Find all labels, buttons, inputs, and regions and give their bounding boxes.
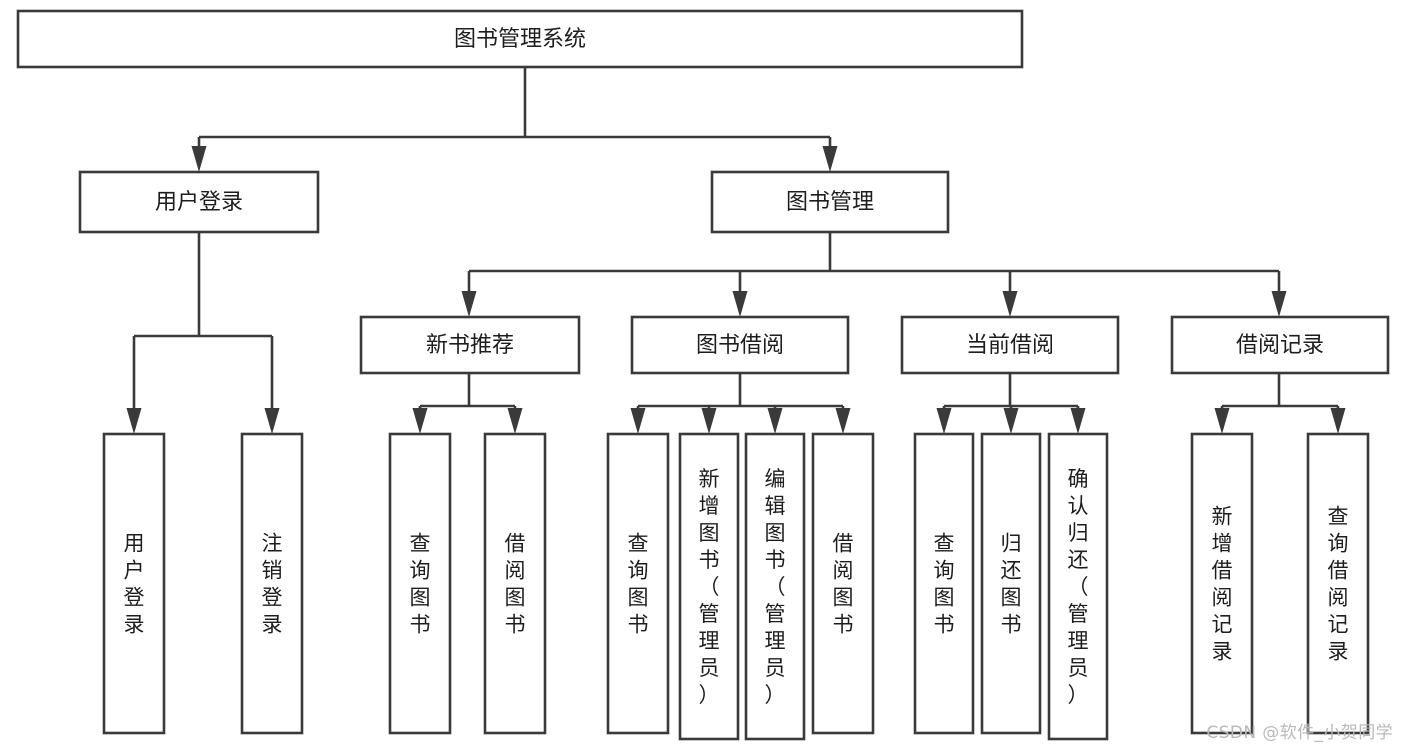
arrow-head-icon <box>507 408 523 434</box>
arrow-head-icon <box>412 408 428 434</box>
node-box-leaf-query-book-3[interactable] <box>913 432 975 735</box>
node-leaf-return-book[interactable]: 归还图书 <box>980 432 1042 735</box>
node-root[interactable]: 图书管理系统 <box>16 9 1024 69</box>
node-box-root[interactable] <box>16 9 1024 69</box>
node-leaf-add-book[interactable]: 新增图书（管理员） <box>678 432 740 741</box>
node-label-leaf-confirm-return: 确认归还（管理员） <box>1068 467 1089 707</box>
node-label-leaf-user-logout: 注销登录 <box>262 532 283 637</box>
arrow-head-icon <box>1271 291 1287 317</box>
node-label-leaf-return-book: 归还图书 <box>1001 532 1022 637</box>
csdn-watermark: CSDN @软件_小贺同学 <box>1206 723 1393 743</box>
arrow-head-icon <box>191 146 207 172</box>
node-label-leaf-add-record: 新增借阅记录 <box>1212 505 1233 664</box>
node-label-user-login: 用户登录 <box>155 190 243 215</box>
node-leaf-query-record[interactable]: 查询借阅记录 <box>1306 432 1370 735</box>
node-leaf-borrow-book-2[interactable]: 借阅图书 <box>811 432 875 735</box>
node-label-leaf-query-book-3: 查询图书 <box>934 532 955 637</box>
node-box-book-manage[interactable] <box>710 170 950 234</box>
arrow-head-icon <box>767 408 783 434</box>
arrow-head-icon <box>1002 291 1018 317</box>
arrow-head-icon <box>835 408 851 434</box>
connector-current-borrow <box>936 373 1086 434</box>
arrow-head-icon <box>936 408 952 434</box>
node-label-leaf-query-book-1: 查询图书 <box>410 532 431 637</box>
arrow-head-icon <box>732 291 748 317</box>
node-box-leaf-query-record[interactable] <box>1306 432 1370 735</box>
node-box-leaf-add-book[interactable] <box>678 432 740 741</box>
node-box-leaf-add-record[interactable] <box>1190 432 1254 735</box>
connector-layer <box>126 67 1346 434</box>
connector-new-book-rec <box>412 373 523 434</box>
node-label-new-book-rec: 新书推荐 <box>426 333 514 358</box>
node-label-current-borrow: 当前借阅 <box>966 333 1054 358</box>
node-label-leaf-borrow-book-2: 借阅图书 <box>833 532 854 637</box>
node-box-leaf-query-book-1[interactable] <box>388 432 452 735</box>
node-layer: 图书管理系统用户登录图书管理新书推荐图书借阅当前借阅借阅记录用户登录注销登录查询… <box>16 9 1390 741</box>
arrow-head-icon <box>1003 408 1019 434</box>
node-leaf-add-record[interactable]: 新增借阅记录 <box>1190 432 1254 735</box>
node-box-leaf-edit-book[interactable] <box>744 432 806 741</box>
node-leaf-query-book-2[interactable]: 查询图书 <box>606 432 670 735</box>
connector-root <box>191 67 838 172</box>
node-label-root: 图书管理系统 <box>454 27 586 52</box>
node-box-current-borrow[interactable] <box>900 315 1120 375</box>
arrow-head-icon <box>701 408 717 434</box>
connector-book-borrow <box>630 373 851 434</box>
node-label-leaf-add-book: 新增图书（管理员） <box>699 467 720 707</box>
node-box-leaf-confirm-return[interactable] <box>1047 432 1109 741</box>
node-box-leaf-return-book[interactable] <box>980 432 1042 735</box>
node-label-leaf-query-record: 查询借阅记录 <box>1328 505 1349 664</box>
node-box-borrow-record[interactable] <box>1170 315 1390 375</box>
node-leaf-user-logout[interactable]: 注销登录 <box>240 432 304 735</box>
node-box-leaf-query-book-2[interactable] <box>606 432 670 735</box>
arrow-head-icon <box>264 408 280 434</box>
node-box-new-book-rec[interactable] <box>359 315 581 375</box>
node-current-borrow[interactable]: 当前借阅 <box>900 315 1120 375</box>
node-box-leaf-borrow-book-1[interactable] <box>483 432 547 735</box>
arrow-head-icon <box>126 408 142 434</box>
connector-user-login <box>126 232 280 434</box>
arrow-head-icon <box>461 291 477 317</box>
node-borrow-record[interactable]: 借阅记录 <box>1170 315 1390 375</box>
arrow-head-icon <box>630 408 646 434</box>
node-label-leaf-user-login: 用户登录 <box>124 532 145 637</box>
connector-book-manage <box>461 232 1287 317</box>
node-book-borrow[interactable]: 图书借阅 <box>630 315 850 375</box>
node-box-leaf-user-login[interactable] <box>102 432 166 735</box>
arrow-head-icon <box>822 146 838 172</box>
node-box-leaf-borrow-book-2[interactable] <box>811 432 875 735</box>
node-user-login[interactable]: 用户登录 <box>78 170 320 234</box>
node-label-leaf-borrow-book-1: 借阅图书 <box>505 532 526 637</box>
node-leaf-confirm-return[interactable]: 确认归还（管理员） <box>1047 432 1109 741</box>
node-box-book-borrow[interactable] <box>630 315 850 375</box>
node-new-book-rec[interactable]: 新书推荐 <box>359 315 581 375</box>
node-leaf-edit-book[interactable]: 编辑图书（管理员） <box>744 432 806 741</box>
node-label-leaf-query-book-2: 查询图书 <box>628 532 649 637</box>
arrow-head-icon <box>1214 408 1230 434</box>
node-label-book-manage: 图书管理 <box>786 190 874 215</box>
node-leaf-query-book-1[interactable]: 查询图书 <box>388 432 452 735</box>
node-label-borrow-record: 借阅记录 <box>1236 333 1324 358</box>
arrow-head-icon <box>1330 408 1346 434</box>
node-box-user-login[interactable] <box>78 170 320 234</box>
node-book-manage[interactable]: 图书管理 <box>710 170 950 234</box>
connector-borrow-record <box>1214 373 1346 434</box>
node-label-book-borrow: 图书借阅 <box>696 333 784 358</box>
arrow-head-icon <box>1070 408 1086 434</box>
node-leaf-query-book-3[interactable]: 查询图书 <box>913 432 975 735</box>
node-leaf-user-login[interactable]: 用户登录 <box>102 432 166 735</box>
node-leaf-borrow-book-1[interactable]: 借阅图书 <box>483 432 547 735</box>
node-label-leaf-edit-book: 编辑图书（管理员） <box>765 467 786 707</box>
node-box-leaf-user-logout[interactable] <box>240 432 304 735</box>
